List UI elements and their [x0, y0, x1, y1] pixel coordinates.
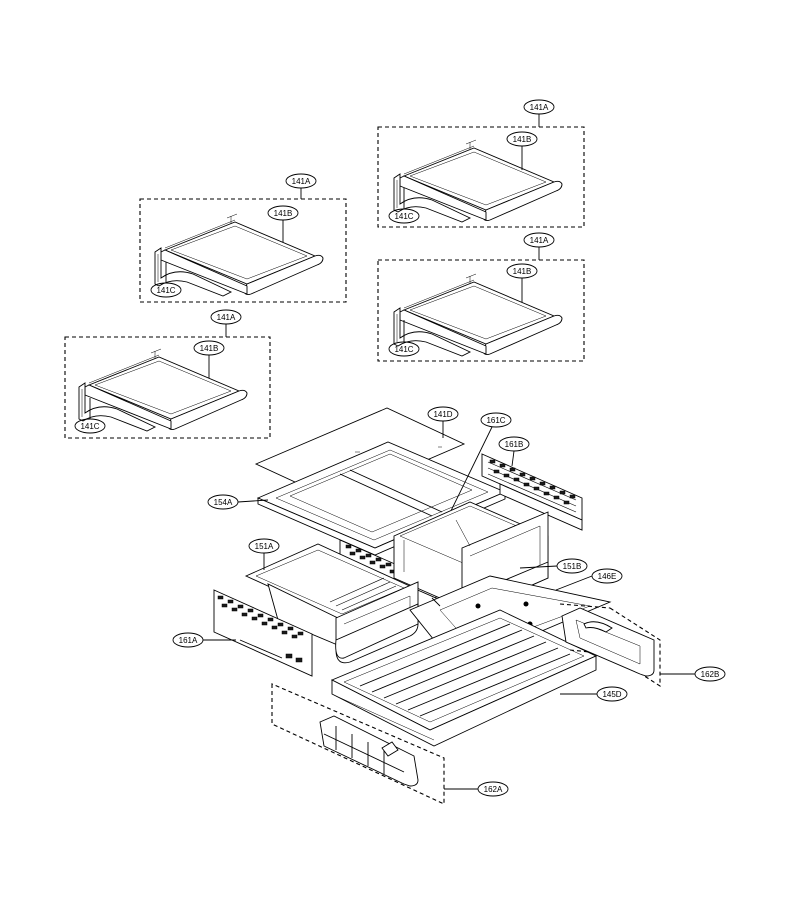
- label-141b-1: 141B: [274, 209, 293, 218]
- label-141c-4: 141C: [80, 422, 99, 431]
- group-4-boundary: [64, 336, 271, 439]
- shelf-assembly-group-1: 141A 141B 141C: [139, 173, 347, 303]
- label-161c: 161C: [486, 416, 505, 425]
- label-162a: 162A: [484, 785, 503, 794]
- crisper-cover-frame: 154A: [207, 441, 507, 556]
- label-141c-1: 141C: [156, 286, 175, 295]
- label-141a-2: 141A: [530, 103, 549, 112]
- shelf-assembly-group-3: 141A 141B 141C: [377, 232, 585, 362]
- crisper-side-cover-right: 162B: [559, 603, 726, 688]
- shelf-assembly-group-4: 141A 141B 141C: [64, 309, 271, 439]
- crisper-bottom-tray: 145D: [330, 609, 628, 747]
- group-2-boundary: [377, 126, 585, 228]
- callout-161c: [480, 412, 512, 428]
- label-141a-4: 141A: [217, 313, 236, 322]
- label-162b: 162B: [701, 670, 720, 679]
- label-141c-3: 141C: [394, 345, 413, 354]
- label-141c-2: 141C: [394, 212, 413, 221]
- label-141d: 141D: [433, 410, 452, 419]
- crisper-drawer-left: 151A: [244, 538, 419, 664]
- label-145d: 145D: [602, 690, 621, 699]
- label-141a-3: 141A: [530, 236, 549, 245]
- crisper-rail-left: 161A: [172, 589, 313, 677]
- label-161a: 161A: [179, 636, 198, 645]
- label-146e: 146E: [598, 572, 617, 581]
- label-141b-3: 141B: [513, 267, 532, 276]
- label-151a: 151A: [255, 542, 274, 551]
- group-3-boundary: [377, 259, 585, 362]
- label-141b-4: 141B: [200, 344, 219, 353]
- shelf-assembly-group-2: 141A 141B 141C: [377, 99, 585, 228]
- crisper-rail-right: 161B: [481, 436, 583, 531]
- label-161b: 161B: [505, 440, 524, 449]
- label-141a-1: 141A: [292, 177, 311, 186]
- label-154a: 154A: [214, 498, 233, 507]
- label-141b-2: 141B: [513, 135, 532, 144]
- label-151b: 151B: [563, 562, 582, 571]
- crisper-side-cover-left: 162A: [271, 683, 509, 805]
